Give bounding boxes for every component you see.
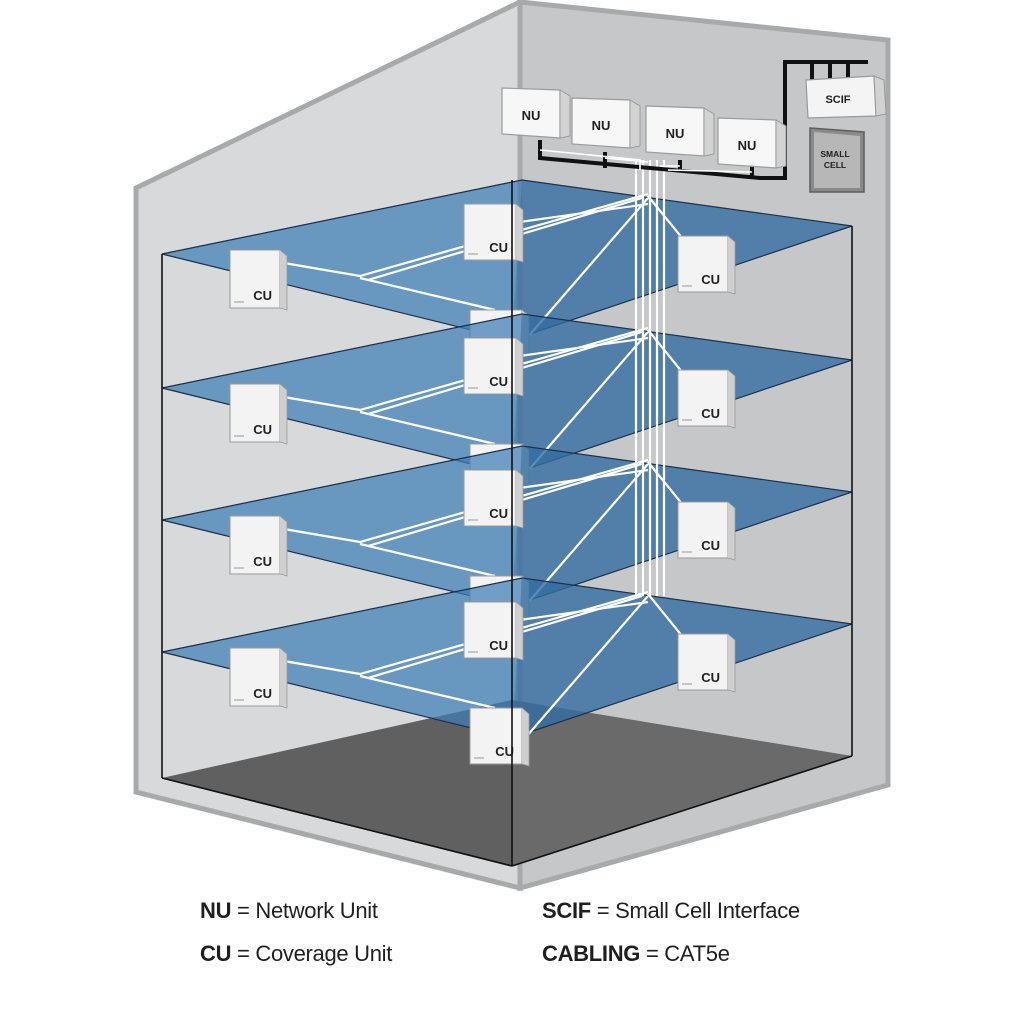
legend-nu-abbr: NU xyxy=(200,898,232,923)
ground-floor-shade xyxy=(162,700,512,866)
network-unit-2: NU xyxy=(571,97,641,149)
cu-label: CU xyxy=(701,670,720,685)
legend-scif-desc: = Small Cell Interface xyxy=(596,898,800,923)
ground-floor xyxy=(162,700,852,866)
building-outline xyxy=(161,180,853,867)
cu-back: CU xyxy=(463,337,524,397)
cu-back: CU xyxy=(463,203,524,263)
floor-4: CU CU CU CU xyxy=(161,577,853,767)
cu-label: CU xyxy=(489,374,508,389)
nu-label: NU xyxy=(666,126,685,141)
legend-scif-abbr: SCIF xyxy=(542,898,591,923)
floor-plates: CUCUCUCUCUCUCUCUCUCUCUCUCUCUCUCU xyxy=(161,179,853,767)
network-unit-4: NU xyxy=(717,117,787,169)
scif-unit: SCIF xyxy=(805,75,887,119)
legend-cu-desc: = Coverage Unit xyxy=(237,941,393,966)
floor-cabling xyxy=(277,590,701,745)
equipment-cabling-white xyxy=(539,149,753,173)
cu-label: CU xyxy=(253,686,272,701)
cu-left: CU xyxy=(229,249,288,311)
cu-left: CU xyxy=(229,647,288,709)
cu-label: CU xyxy=(495,744,514,759)
network-unit-1: NU xyxy=(501,87,571,139)
cu-right: CU xyxy=(677,235,736,295)
nu-label: NU xyxy=(592,118,611,133)
cu-left: CU xyxy=(229,383,288,445)
network-units: NU NU NU NU xyxy=(501,87,787,169)
nu-label: NU xyxy=(522,108,541,123)
legend-nu-desc: = Network Unit xyxy=(237,898,378,923)
cu-label: CU xyxy=(489,638,508,653)
legend-cabling: CABLING = CAT5e xyxy=(542,941,730,967)
cu-label: CU xyxy=(253,288,272,303)
cu-right: CU xyxy=(677,369,736,429)
legend-cu: CU = Coverage Unit xyxy=(200,941,392,967)
cu-label: CU xyxy=(253,422,272,437)
legend-cabling-desc: = CAT5e xyxy=(645,941,730,966)
small-cell-label-line1: SMALL xyxy=(820,149,849,159)
riser-cables xyxy=(634,160,666,596)
cu-back: CU xyxy=(463,469,524,529)
cu-front: CU xyxy=(469,707,530,767)
legend-nu: NU = Network Unit xyxy=(200,898,378,924)
cu-label: CU xyxy=(489,240,508,255)
scif-label: SCIF xyxy=(825,94,850,106)
cu-right: CU xyxy=(677,501,736,561)
cu-label: CU xyxy=(701,406,720,421)
cu-label: CU xyxy=(701,272,720,287)
network-unit-3: NU xyxy=(645,105,715,157)
cu-left: CU xyxy=(229,515,288,577)
cu-right: CU xyxy=(677,633,736,693)
small-cell-unit: SMALL CELL xyxy=(809,127,865,193)
nu-label: NU xyxy=(738,138,757,153)
cu-label: CU xyxy=(701,538,720,553)
cu-back: CU xyxy=(463,601,524,661)
legend-scif: SCIF = Small Cell Interface xyxy=(542,898,800,924)
cu-label: CU xyxy=(253,554,272,569)
legend-cabling-abbr: CABLING xyxy=(542,941,641,966)
small-cell-label-line2: CELL xyxy=(824,160,846,170)
cu-label: CU xyxy=(489,506,508,521)
legend-cu-abbr: CU xyxy=(200,941,232,966)
